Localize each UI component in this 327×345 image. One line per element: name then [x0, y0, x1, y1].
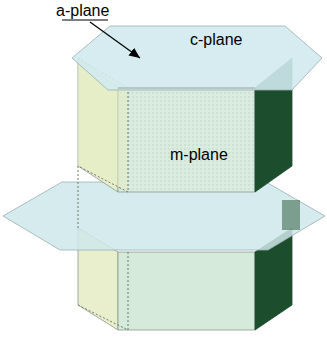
plane-label: a-plane: [56, 2, 109, 20]
plane-label: c-plane: [190, 31, 242, 49]
plane-label: m-plane: [170, 146, 228, 164]
